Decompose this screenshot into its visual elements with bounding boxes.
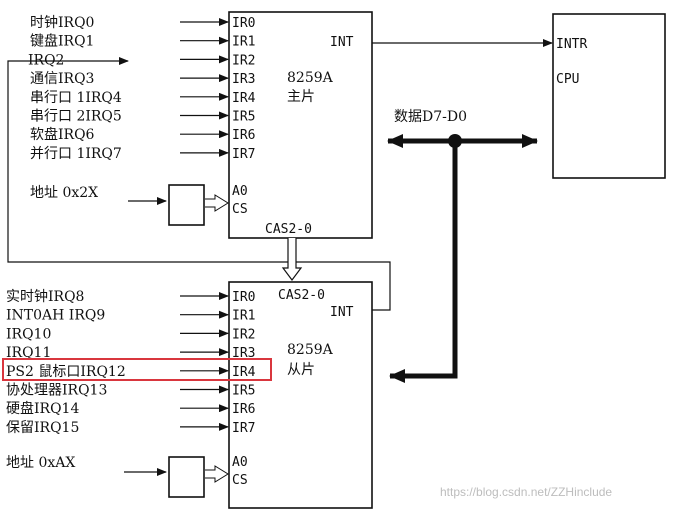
cpu-name: CPU <box>556 72 579 87</box>
master-chip-name: 8259A <box>287 70 334 86</box>
master-a0-pin: A0 <box>232 184 248 199</box>
master-8259a-chip <box>228 11 373 239</box>
slave-pin-label: IR6 <box>232 402 255 417</box>
slave-pin-label: IR2 <box>232 327 255 342</box>
master-input-label: 时钟IRQ0 <box>30 14 94 31</box>
master-decoder-output-arrow <box>205 194 229 212</box>
cpu-intr-pin: INTR <box>556 37 587 52</box>
master-pin-label: IR3 <box>232 72 255 87</box>
master-input-label: 键盘IRQ1 <box>30 33 94 50</box>
slave-chip-role: 从片 <box>287 362 315 378</box>
slave-input-label: PS2 鼠标口IRQ12 <box>6 364 126 380</box>
slave-int-pin: INT <box>330 305 354 320</box>
slave-pin-label: IR3 <box>232 346 255 361</box>
master-address-decoder <box>168 184 205 226</box>
slave-8259a-chip <box>228 281 373 509</box>
slave-input-label: IRQ11 <box>6 345 51 361</box>
cas-bus-arrow <box>281 238 303 281</box>
master-pin-label: IR1 <box>232 35 255 50</box>
slave-address-decoder <box>168 456 205 498</box>
master-pin-label: IR7 <box>232 147 255 162</box>
slave-address-label: 地址 0xAX <box>6 455 75 471</box>
master-input-label: 串行口 2IRQ5 <box>30 109 122 125</box>
slave-pin-label: IR5 <box>232 384 255 399</box>
slave-pin-label: IR1 <box>232 309 255 324</box>
slave-pin-label: IR4 <box>232 365 256 380</box>
irq12-highlight-box <box>2 358 272 381</box>
slave-cs-pin: CS <box>232 473 248 488</box>
master-input-label: 通信IRQ3 <box>30 71 94 87</box>
watermark: https://blog.csdn.net/ZZHinclude <box>440 485 612 499</box>
slave-input-label: 协处理器IRQ13 <box>6 383 107 399</box>
slave-cas-label: CAS2-0 <box>278 288 325 303</box>
slave-decoder-output-arrow <box>205 465 229 483</box>
data-bus-label: 数据D7-D0 <box>394 109 467 125</box>
slave-input-label: 硬盘IRQ14 <box>6 400 79 417</box>
master-chip-role: 主片 <box>287 89 315 105</box>
slave-input-label: 实时钟IRQ8 <box>6 288 84 305</box>
master-pin-label: IR6 <box>232 128 255 143</box>
master-address-label: 地址 0x2X <box>30 185 98 201</box>
master-input-label: 并行口 1IRQ7 <box>30 146 122 162</box>
slave-chip-name: 8259A <box>287 342 334 358</box>
master-input-label: 串行口 1IRQ4 <box>30 90 122 106</box>
master-pin-label: IR4 <box>232 91 256 106</box>
slave-input-label: INT0AH IRQ9 <box>6 308 105 324</box>
master-pin-label: IR5 <box>232 110 255 125</box>
slave-pin-label: IR7 <box>232 421 255 436</box>
slave-int-to-irq2-wire <box>7 57 391 311</box>
master-pin-label: IR2 <box>232 53 255 68</box>
slave-input-label: 保留IRQ15 <box>6 420 79 436</box>
master-input-label: 软盘IRQ6 <box>30 126 95 143</box>
master-cs-pin: CS <box>232 202 248 217</box>
slave-a0-pin: A0 <box>232 455 248 470</box>
master-pin-label: IR0 <box>232 16 255 31</box>
cpu-box <box>552 13 666 179</box>
slave-pin-label: IR0 <box>232 290 255 305</box>
master-int-pin: INT <box>330 35 354 50</box>
data-bus-to-slave <box>389 141 458 383</box>
master-cas-label: CAS2-0 <box>265 222 312 237</box>
slave-input-label: IRQ10 <box>6 326 51 342</box>
